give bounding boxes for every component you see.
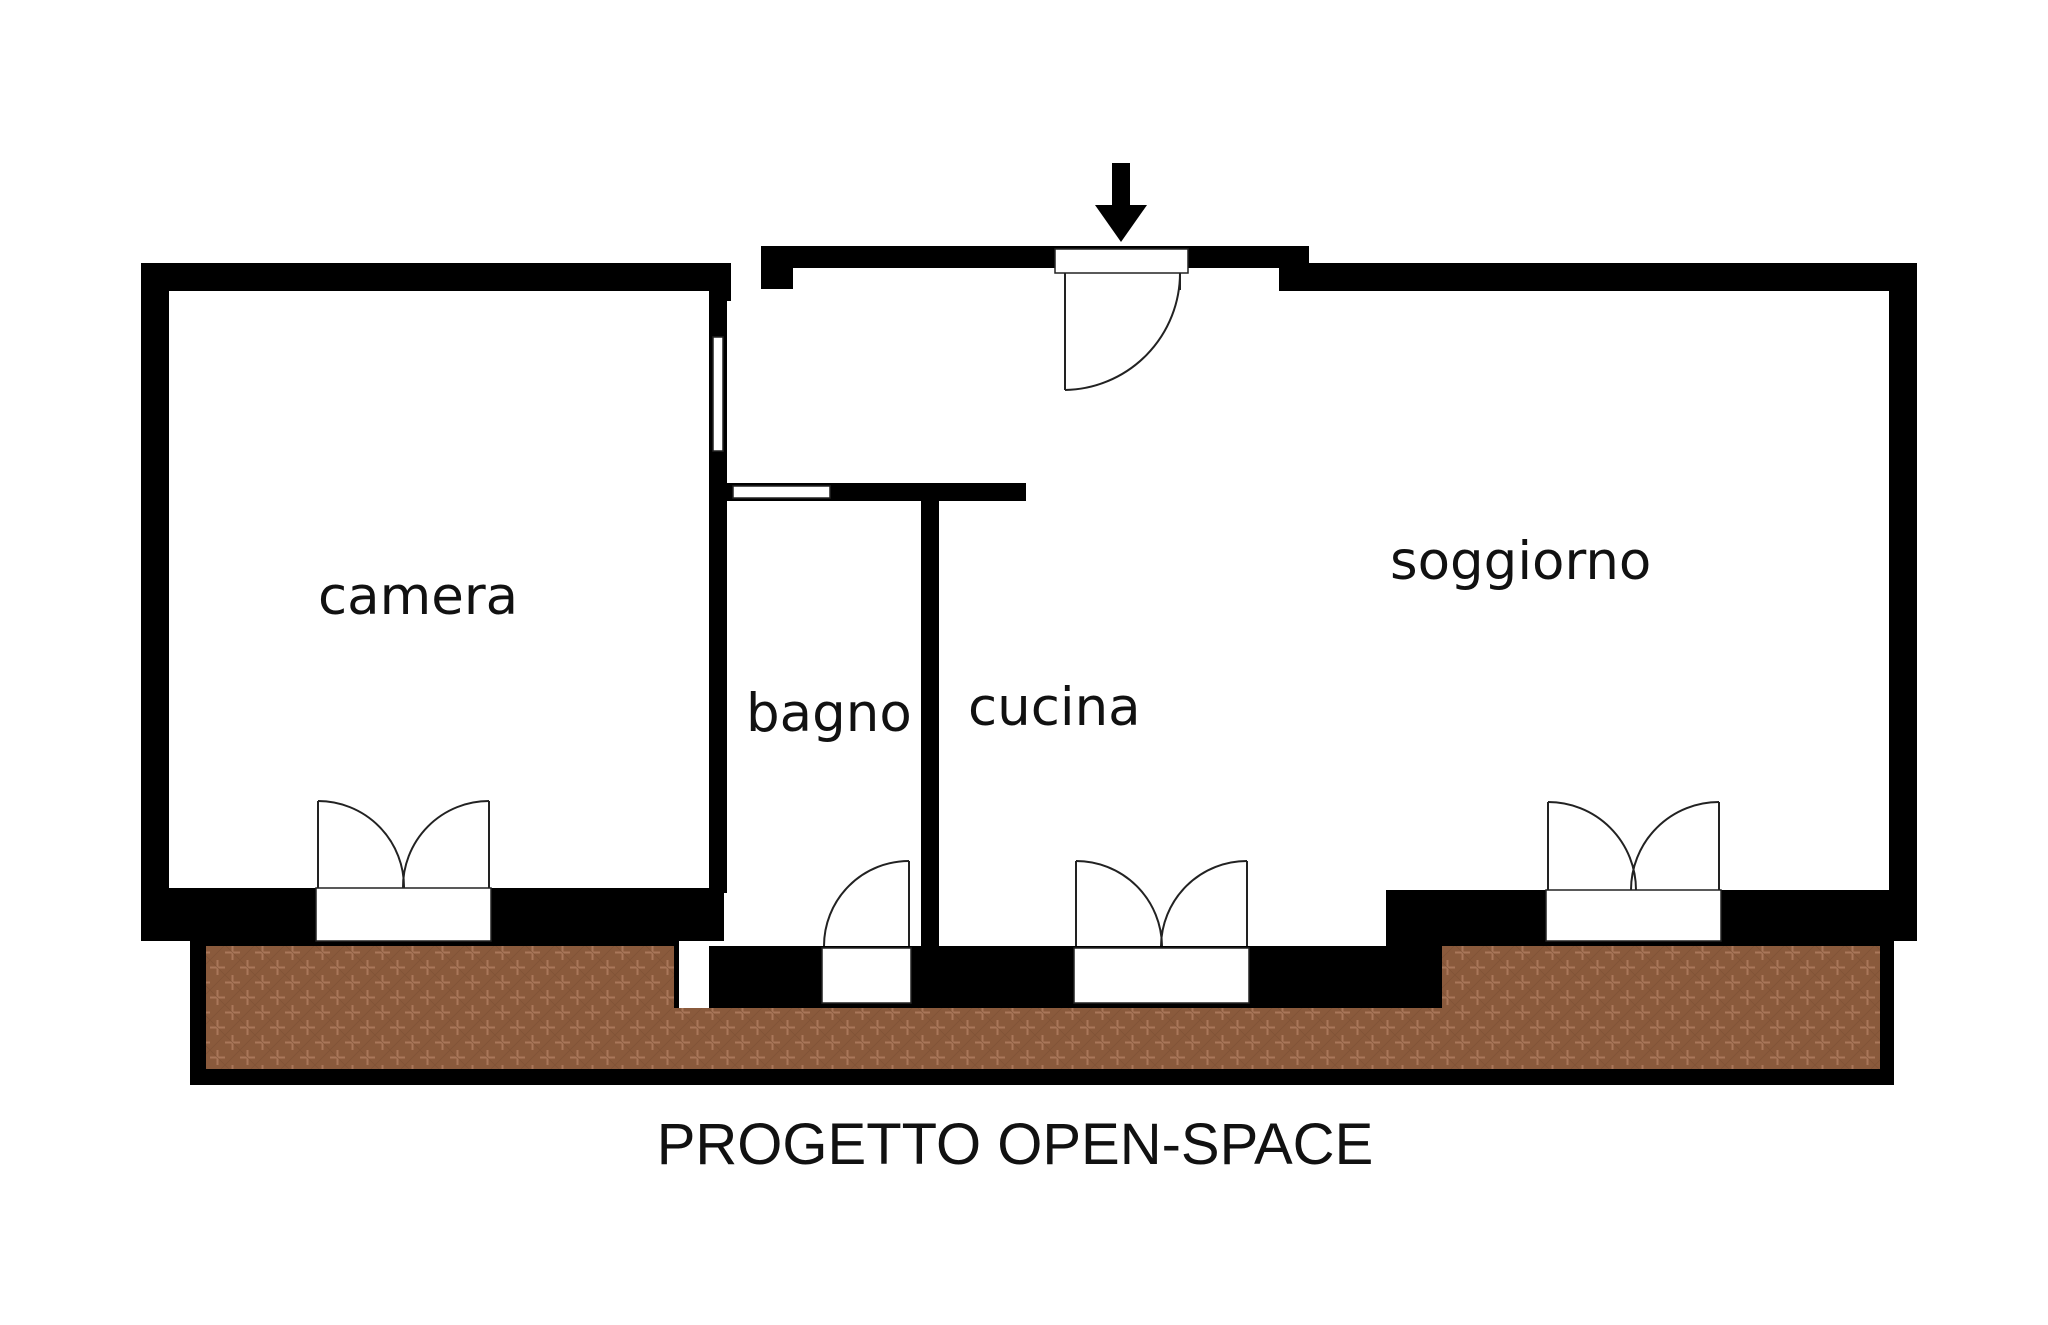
room-label-cucina: cucina xyxy=(968,677,1141,738)
door-swings xyxy=(317,272,1720,947)
plan-title: PROGETTO OPEN-SPACE xyxy=(657,1112,1374,1177)
room-label-camera: camera xyxy=(318,566,518,627)
terrace xyxy=(190,941,1894,1085)
room-label-soggiorno: soggiorno xyxy=(1390,531,1651,592)
arrow-down-icon xyxy=(1095,163,1147,242)
room-label-bagno: bagno xyxy=(746,683,912,744)
openings xyxy=(315,248,1722,1004)
